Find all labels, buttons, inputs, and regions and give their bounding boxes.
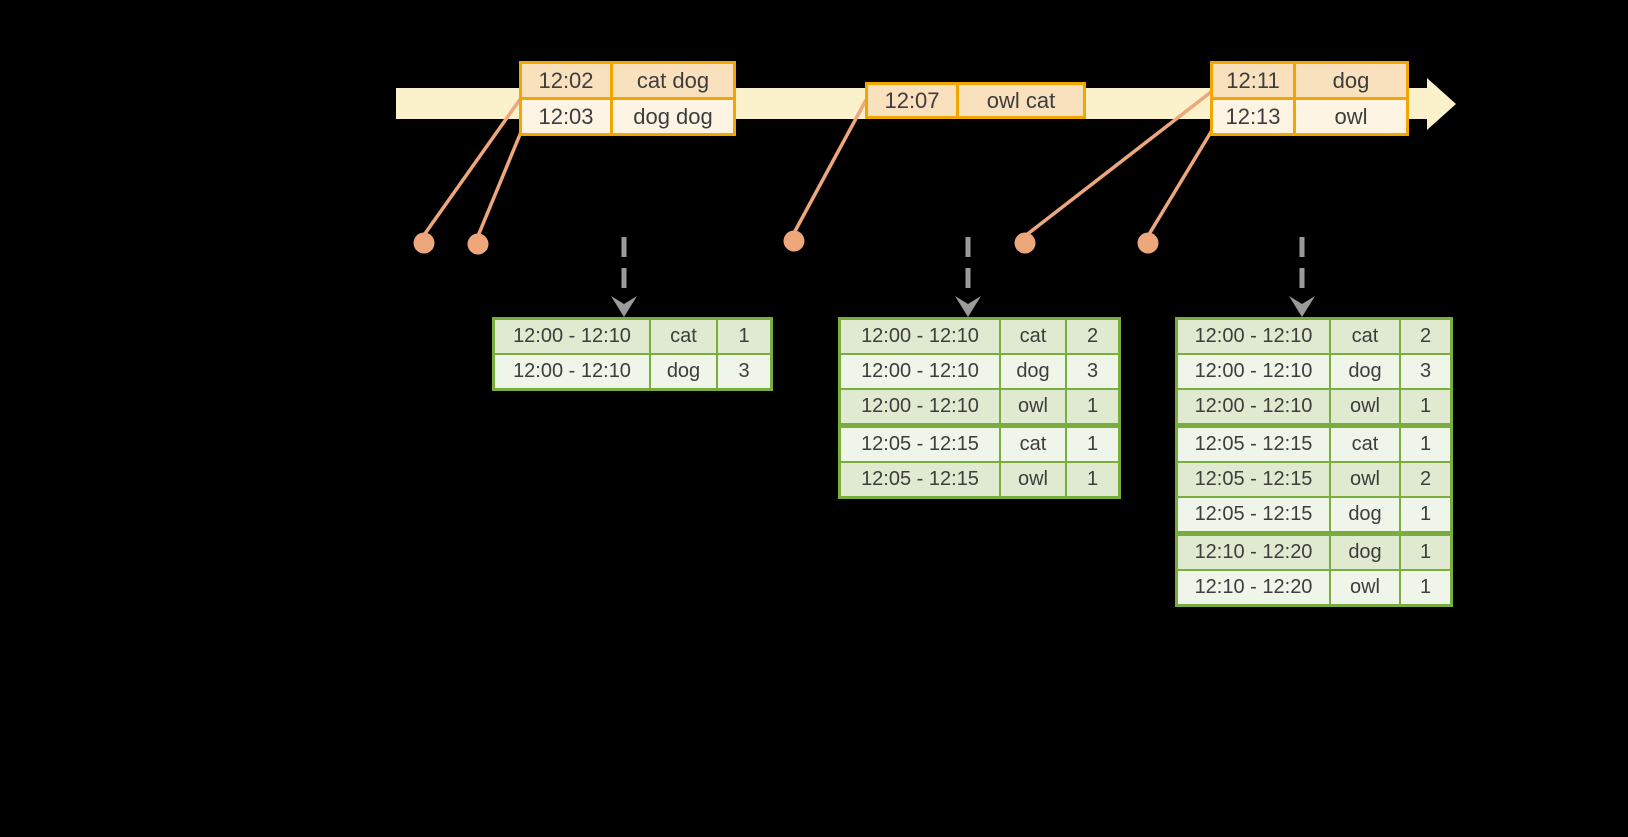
word-cell: owl (1329, 388, 1401, 427)
time-cell: 12:07 (865, 82, 959, 119)
word-cell: dog (1329, 353, 1401, 390)
words-cell: owl (1293, 97, 1409, 136)
event-connector-line (476, 131, 523, 237)
word-cell: cat (1329, 423, 1401, 463)
window-cell: 12:00 - 12:10 (492, 317, 651, 355)
word-cell: cat (1329, 317, 1401, 355)
window-cell: 12:00 - 12:10 (1175, 317, 1331, 355)
timeline-arrowhead-icon (1427, 78, 1456, 130)
window-cell: 12:00 - 12:10 (838, 353, 1001, 390)
count-cell: 1 (1065, 423, 1121, 463)
time-cell: 12:02 (519, 61, 613, 100)
trigger-arrow-head-icon (955, 296, 981, 317)
count-cell: 2 (1399, 317, 1453, 355)
count-cell: 2 (1399, 461, 1453, 498)
words-cell: dog dog (610, 97, 736, 136)
time-cell: 12:03 (519, 97, 613, 136)
words-cell: owl cat (956, 82, 1086, 119)
window-cell: 12:05 - 12:15 (1175, 496, 1331, 535)
window-cell: 12:05 - 12:15 (838, 461, 1001, 499)
window-cell: 12:00 - 12:10 (1175, 353, 1331, 390)
event-dot (783, 230, 805, 252)
word-cell: owl (1329, 461, 1401, 498)
trigger-arrow-head-icon (1289, 296, 1315, 317)
count-cell: 1 (1399, 388, 1453, 427)
word-cell: owl (999, 461, 1067, 499)
word-cell: cat (999, 317, 1067, 355)
window-cell: 12:00 - 12:10 (492, 353, 651, 391)
word-cell: cat (649, 317, 718, 355)
event-dot (467, 233, 489, 255)
time-cell: 12:13 (1210, 97, 1296, 136)
count-cell: 3 (716, 353, 773, 391)
window-cell: 12:05 - 12:15 (1175, 461, 1331, 498)
count-cell: 2 (1065, 317, 1121, 355)
words-cell: dog (1293, 61, 1409, 100)
word-cell: owl (999, 388, 1067, 427)
event-dot (1137, 232, 1159, 254)
word-cell: owl (1329, 569, 1401, 607)
window-cell: 12:00 - 12:10 (838, 317, 1001, 355)
count-cell: 1 (1065, 461, 1121, 499)
count-cell: 1 (1065, 388, 1121, 427)
event-connector-line (792, 99, 868, 234)
count-cell: 3 (1065, 353, 1121, 390)
words-cell: cat dog (610, 61, 736, 100)
word-cell: cat (999, 423, 1067, 463)
window-cell: 12:10 - 12:20 (1175, 531, 1331, 571)
window-cell: 12:10 - 12:20 (1175, 569, 1331, 607)
word-cell: dog (1329, 496, 1401, 535)
word-cell: dog (999, 353, 1067, 390)
event-dot (413, 232, 435, 254)
word-cell: dog (1329, 531, 1401, 571)
count-cell: 1 (1399, 496, 1453, 535)
count-cell: 1 (1399, 531, 1453, 571)
window-cell: 12:00 - 12:10 (838, 388, 1001, 427)
event-dot (1014, 232, 1036, 254)
event-connector-line (1146, 126, 1216, 237)
window-cell: 12:00 - 12:10 (1175, 388, 1331, 427)
count-cell: 3 (1399, 353, 1453, 390)
word-cell: dog (649, 353, 718, 391)
event-connector-line (1023, 90, 1213, 238)
trigger-arrow-head-icon (611, 296, 637, 317)
count-cell: 1 (716, 317, 773, 355)
event-connector-line (422, 96, 523, 237)
window-cell: 12:05 - 12:15 (838, 423, 1001, 463)
count-cell: 1 (1399, 423, 1453, 463)
window-cell: 12:05 - 12:15 (1175, 423, 1331, 463)
time-cell: 12:11 (1210, 61, 1296, 100)
count-cell: 1 (1399, 569, 1453, 607)
